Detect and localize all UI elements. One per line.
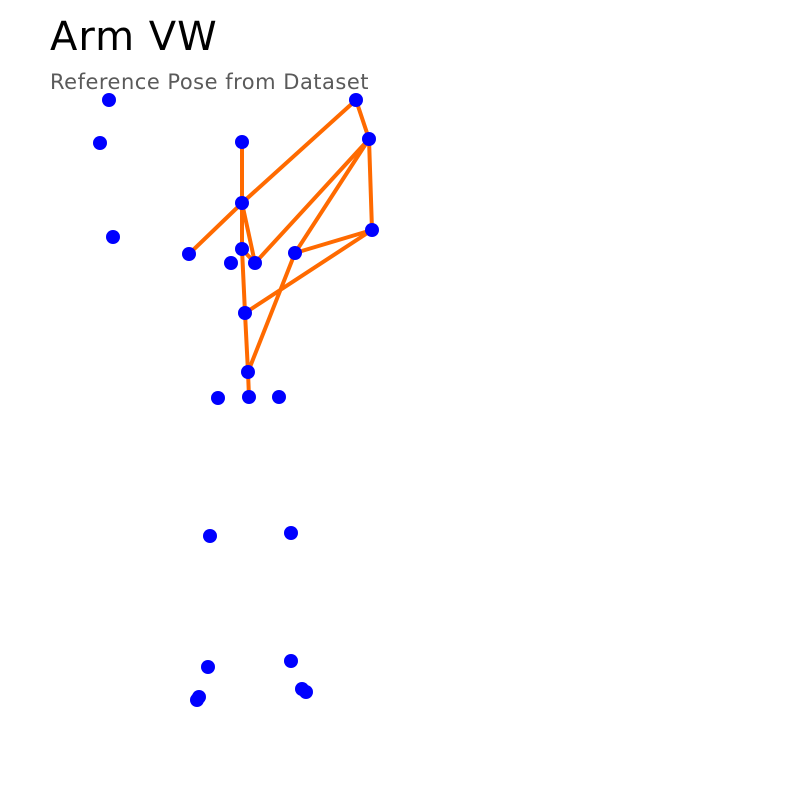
- keypoint-14: [272, 390, 286, 404]
- page-title: Arm VW: [50, 14, 218, 60]
- bone-10-11: [243, 311, 250, 374]
- bone-10-17: [243, 228, 374, 315]
- keypoint-3: [235, 135, 249, 149]
- keypoint-18: [203, 529, 217, 543]
- page-subtitle: Reference Pose from Dataset: [50, 70, 370, 94]
- bone-16-17: [367, 137, 374, 232]
- bone-4-15: [240, 98, 358, 205]
- skeleton-joints: [93, 93, 379, 707]
- bone-4-8: [240, 201, 257, 265]
- bone-6-10: [240, 247, 247, 315]
- bone-9-11: [246, 251, 297, 374]
- keypoint-13: [242, 390, 256, 404]
- keypoint-17: [365, 223, 379, 237]
- keypoint-23: [190, 693, 204, 707]
- keypoint-16: [362, 132, 376, 146]
- bone-8-16: [253, 137, 371, 265]
- keypoint-4: [235, 196, 249, 210]
- bone-16-9: [293, 137, 371, 255]
- keypoint-1: [93, 136, 107, 150]
- keypoint-11: [241, 365, 255, 379]
- keypoint-2: [106, 230, 120, 244]
- keypoint-0: [102, 93, 116, 107]
- keypoint-10: [238, 306, 252, 320]
- keypoint-19: [284, 526, 298, 540]
- keypoint-5: [182, 247, 196, 261]
- bone-5-4: [187, 201, 244, 256]
- keypoint-15: [349, 93, 363, 107]
- keypoint-6: [235, 242, 249, 256]
- skeleton-bones: [187, 98, 374, 399]
- keypoint-20: [201, 660, 215, 674]
- keypoint-7: [224, 256, 238, 270]
- keypoint-8: [248, 256, 262, 270]
- keypoint-9: [288, 246, 302, 260]
- bone-9-17: [293, 228, 374, 255]
- keypoint-21: [284, 654, 298, 668]
- keypoint-12: [211, 391, 225, 405]
- keypoint-25: [299, 685, 313, 699]
